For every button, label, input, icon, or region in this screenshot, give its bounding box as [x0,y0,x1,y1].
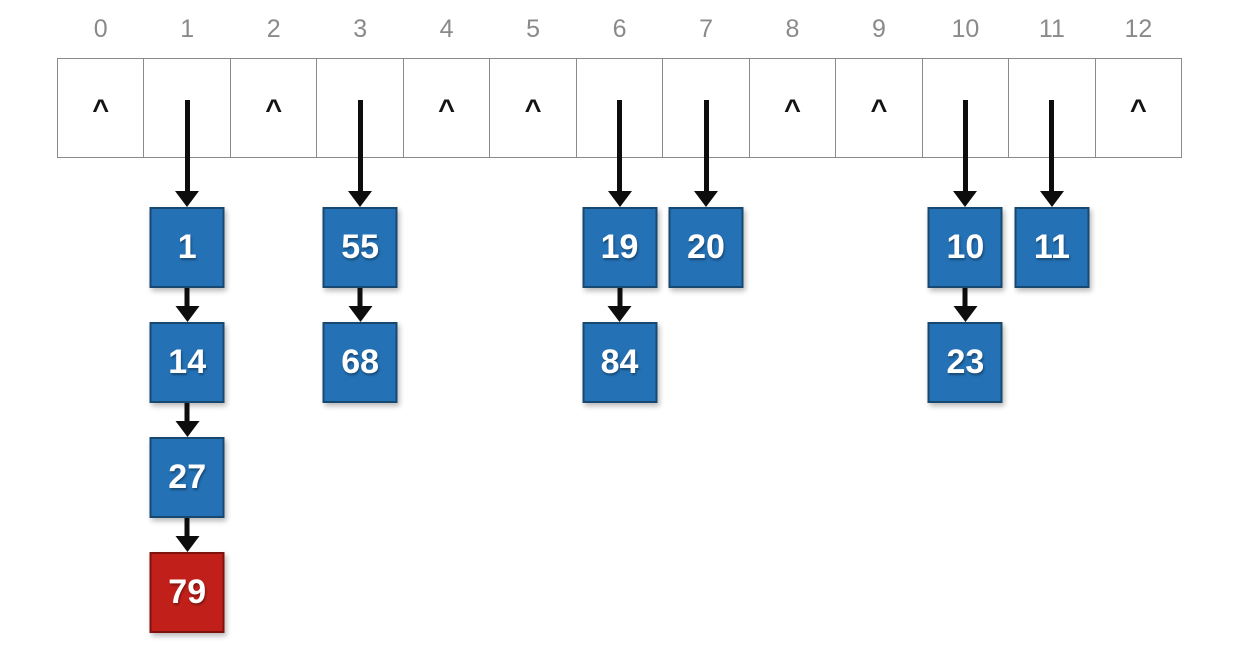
null-marker: ^ [438,93,456,126]
bucket-column: 7 20 [662,0,750,288]
bucket-cell: ^ [402,58,491,158]
next-pointer-arrow-icon [175,288,200,322]
bucket-column: 3 55 68 [316,0,404,403]
next-pointer-arrow-icon [607,288,632,322]
chain-node: 55 [322,207,398,288]
bucket-index-label: 10 [951,14,980,43]
arrow-head [348,191,373,207]
null-marker: ^ [92,93,110,126]
arrow-head [348,306,373,322]
bucket-column: 1 1 14 27 79 [143,0,231,633]
bucket-index-label: 5 [526,14,541,43]
bucket-cell: ^ [229,58,318,158]
bucket-index-label: 7 [699,14,713,43]
bucket-index-label: 2 [266,14,281,43]
arrow-head [175,421,200,437]
arrow-head [175,306,200,322]
bucket-column: 9 ^ [835,0,923,158]
chain-node: 11 [1014,207,1090,288]
chain-node: 14 [149,322,225,403]
bucket-index-label: 3 [353,14,368,43]
chain-node: 1 [149,207,225,288]
bucket-index-label: 6 [612,14,627,43]
bucket-cell [143,58,231,158]
bucket-chain: 10 23 [927,207,1003,403]
null-marker: ^ [524,93,542,126]
bucket-chain: 1 14 27 79 [149,207,225,633]
arrow-head [953,191,978,207]
arrow-shaft [184,518,190,537]
bucket-cell [316,58,404,158]
arrow-shaft [962,288,968,307]
bucket-cell: ^ [57,58,145,158]
null-marker: ^ [870,93,888,126]
chain-node: 68 [322,322,398,403]
bucket-cell: ^ [1094,58,1183,158]
bucket-array: 0 ^ 1 1 14 27 79 2 ^ 3 55 68 [57,0,1183,633]
arrow-shaft [617,288,623,307]
arrow-shaft [357,288,363,307]
bucket-cell [1008,58,1096,158]
chain-node: 20 [668,207,744,288]
bucket-column: 6 19 84 [575,0,664,403]
bucket-chain: 20 [668,207,744,288]
chain-node: 84 [582,322,658,403]
bucket-index-label: 4 [439,14,454,43]
bucket-column: 12 ^ [1094,0,1183,158]
bucket-index-label: 12 [1124,14,1153,43]
next-pointer-arrow-icon [348,288,373,322]
bucket-chain: 11 [1014,207,1090,288]
arrow-head [694,191,719,207]
bucket-cell [662,58,750,158]
bucket-index-label: 1 [180,14,195,43]
arrow-head [607,306,632,322]
bucket-column: 0 ^ [57,0,145,158]
bucket-column: 10 10 23 [921,0,1010,403]
chain-node: 19 [582,207,658,288]
bucket-cell: ^ [835,58,923,158]
chain-node: 10 [927,207,1003,288]
bucket-chain: 19 84 [582,207,658,403]
bucket-cell: ^ [748,58,837,158]
arrow-head [175,536,200,552]
chain-node: 79 [149,552,225,633]
next-pointer-arrow-icon [175,518,200,552]
arrow-head [953,306,978,322]
arrow-head [175,191,200,207]
null-marker: ^ [784,93,801,126]
next-pointer-arrow-icon [175,403,200,437]
bucket-cell [575,58,664,158]
arrow-head [1039,191,1064,207]
bucket-chain: 55 68 [322,207,398,403]
bucket-column: 4 ^ [402,0,491,158]
bucket-index-label: 11 [1038,14,1065,43]
bucket-index-label: 8 [785,14,800,43]
bucket-index-label: 9 [872,14,886,43]
chain-node: 23 [927,322,1003,403]
null-marker: ^ [265,93,283,126]
chain-node: 27 [149,437,225,518]
bucket-column: 11 11 [1008,0,1096,288]
bucket-cell: ^ [489,58,577,158]
arrow-shaft [184,403,190,422]
next-pointer-arrow-icon [953,288,978,322]
bucket-column: 5 ^ [489,0,577,158]
arrow-shaft [184,288,190,307]
bucket-index-label: 0 [93,14,108,43]
null-marker: ^ [1129,93,1147,126]
arrow-head [607,191,632,207]
bucket-cell [921,58,1010,158]
bucket-column: 2 ^ [229,0,318,158]
bucket-column: 8 ^ [748,0,837,158]
